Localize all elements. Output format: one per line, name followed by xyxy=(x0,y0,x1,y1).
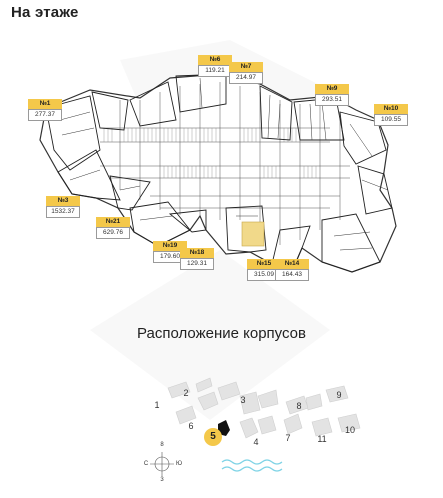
building-number-6[interactable]: 6 xyxy=(188,421,194,431)
unit-area: 629.76 xyxy=(96,227,130,239)
building-number-4[interactable]: 4 xyxy=(253,437,259,447)
partitions xyxy=(59,77,389,251)
building-shape-11 xyxy=(311,417,333,437)
highlighted-unit[interactable] xyxy=(241,221,265,247)
unit-number: №6 xyxy=(198,55,232,65)
building-shape-4b xyxy=(257,415,277,435)
building-number-7[interactable]: 7 xyxy=(285,433,291,443)
building-shape-8b xyxy=(305,393,323,411)
building-number-8[interactable]: 8 xyxy=(296,401,302,411)
unit-label-19[interactable]: №19 179.60 xyxy=(153,241,187,263)
buildings-map xyxy=(167,377,361,439)
unit-label-14[interactable]: №14 164.43 xyxy=(275,259,309,281)
building-shape-2a xyxy=(195,377,213,393)
unit-number: №18 xyxy=(180,248,214,258)
unit-area: 293.51 xyxy=(315,94,349,106)
unit-label-15[interactable]: №15 315.09 xyxy=(247,259,281,281)
unit-number: №1 xyxy=(28,99,62,109)
unit-area: 164.43 xyxy=(275,269,309,281)
compass-north: 8 xyxy=(160,442,164,448)
building-number-2[interactable]: 2 xyxy=(183,388,189,398)
building-number-10[interactable]: 10 xyxy=(344,425,355,435)
unit-label-1[interactable]: №1 277.37 xyxy=(28,99,62,121)
unit-area: 315.09 xyxy=(247,269,281,281)
unit-label-9[interactable]: №9 293.51 xyxy=(315,84,349,106)
compass-south: 3 xyxy=(160,477,164,483)
unit-number: №15 xyxy=(247,259,281,269)
unit-rooms xyxy=(45,73,393,273)
unit-number: №19 xyxy=(153,241,187,251)
building-shape-4a xyxy=(239,417,259,439)
building-number-9[interactable]: 9 xyxy=(336,390,342,400)
compass-east: Ю xyxy=(175,461,183,467)
building-number-3[interactable]: 3 xyxy=(240,395,246,405)
unit-area: 214.97 xyxy=(229,72,263,84)
unit-area: 109.55 xyxy=(374,114,408,126)
unit-number: №21 xyxy=(96,217,130,227)
unit-number: №3 xyxy=(46,196,80,206)
building-shape-10 xyxy=(337,413,361,433)
unit-number: №7 xyxy=(229,62,263,72)
building-number-1[interactable]: 1 xyxy=(154,400,160,410)
unit-area: 129.31 xyxy=(180,258,214,270)
building-shape-2b xyxy=(197,391,219,411)
building-shape-3b xyxy=(239,391,261,415)
building-shape-7 xyxy=(283,413,303,435)
unit-label-3[interactable]: №3 1532.37 xyxy=(46,196,80,218)
unit-area: 179.60 xyxy=(153,251,187,263)
building-number-5-current[interactable]: 5 xyxy=(204,428,222,446)
unit-label-21[interactable]: №21 629.76 xyxy=(96,217,130,239)
unit-number: №9 xyxy=(315,84,349,94)
unit-label-18[interactable]: №18 129.31 xyxy=(180,248,214,270)
unit-area: 277.37 xyxy=(28,109,62,121)
compass-icon xyxy=(150,452,174,476)
parking-grid xyxy=(100,82,350,245)
unit-area: 1532.37 xyxy=(46,206,80,218)
unit-area: 119.21 xyxy=(198,65,232,77)
building-shape-3a xyxy=(217,381,241,401)
building-shape-6 xyxy=(175,405,197,425)
building-shape-3c xyxy=(257,389,279,409)
unit-label-7[interactable]: №7 214.97 xyxy=(229,62,263,84)
building-shape-1 xyxy=(167,381,191,399)
unit-number: №14 xyxy=(275,259,309,269)
water-waves-icon xyxy=(221,459,283,472)
floor-title: На этаже xyxy=(11,4,79,21)
compass-west: С xyxy=(143,461,149,467)
buildings-section-title: Расположение корпусов xyxy=(137,325,306,342)
parking-stalls xyxy=(103,128,317,178)
building-shape-9 xyxy=(325,385,349,403)
unit-label-10[interactable]: №10 109.55 xyxy=(374,104,408,126)
unit-number: №10 xyxy=(374,104,408,114)
building-number-11[interactable]: 11 xyxy=(317,434,327,444)
unit-label-6[interactable]: №6 119.21 xyxy=(198,55,232,77)
